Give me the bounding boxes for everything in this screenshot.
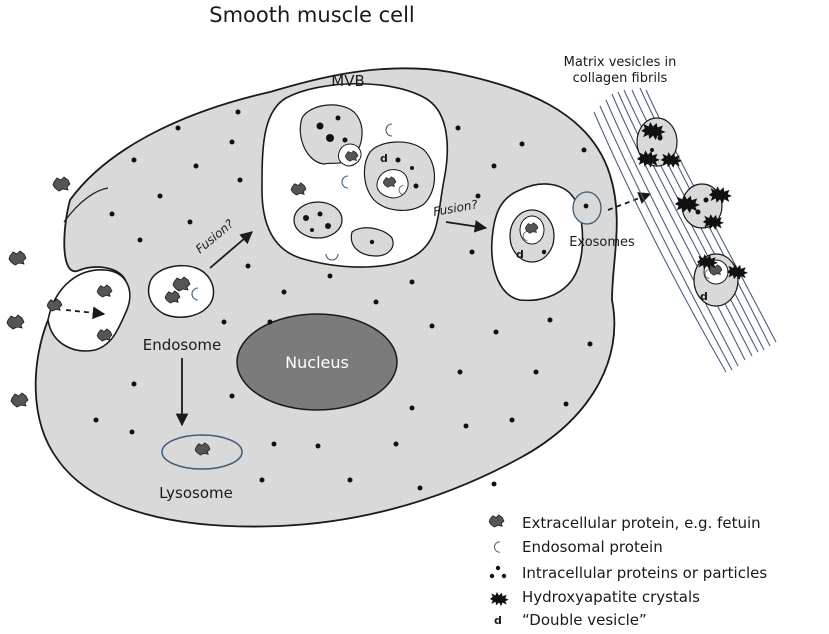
legend-item-extracellular-protein: Extracellular protein, e.g. fetuin [522,514,761,532]
fusion-arrow-right [445,220,488,233]
legend-item-intracellular-particles: Intracellular proteins or particles [522,564,767,582]
endosomal-protein-icon [494,541,501,553]
endosome-label: Endosome [143,336,222,354]
nucleus [236,313,398,411]
matrix-vesicle [674,183,732,230]
mvb-label: MVB [331,72,365,90]
legend: Extracellular protein, e.g. fetuin Endos… [488,514,767,629]
collagen-fibrils [593,87,777,373]
matrix-vesicle [636,117,682,168]
legend-item-hydroxyapatite: Hydroxyapatite crystals [522,588,700,606]
matrix-vesicle: d [693,253,748,307]
double-vesicle-marker: d [516,248,524,261]
endocytosis-arrow [65,306,106,320]
double-vesicle-marker: d [700,290,708,303]
exosomes-label: Exosomes [569,235,635,250]
matrix-vesicles-label-line1: Matrix vesicles in [564,55,677,70]
endosome [147,264,215,318]
lysosome-label: Lysosome [159,484,233,502]
fusion-arrow-left [209,231,253,269]
hydroxyapatite-crystal-icon [489,592,509,606]
double-vesicle-marker: d [494,614,502,627]
intracellular-particles-icon [489,565,507,579]
double-vesicle-marker: d [380,152,388,165]
exocytosing-vesicle: d [509,209,555,263]
legend-item-endosomal-protein: Endosomal protein [522,538,663,556]
nucleus-label: Nucleus [285,353,349,372]
matrix-vesicles-label-line2: collagen fibrils [573,71,668,86]
intracellular-particles [93,109,593,491]
extracellular-protein-icon [488,514,505,528]
mvb-intraluminal-vesicles: d [290,104,435,261]
diagram-title: Smooth muscle cell [209,3,415,27]
legend-item-double-vesicle: “Double vesicle” [522,611,647,629]
membrane-fold [63,187,109,223]
